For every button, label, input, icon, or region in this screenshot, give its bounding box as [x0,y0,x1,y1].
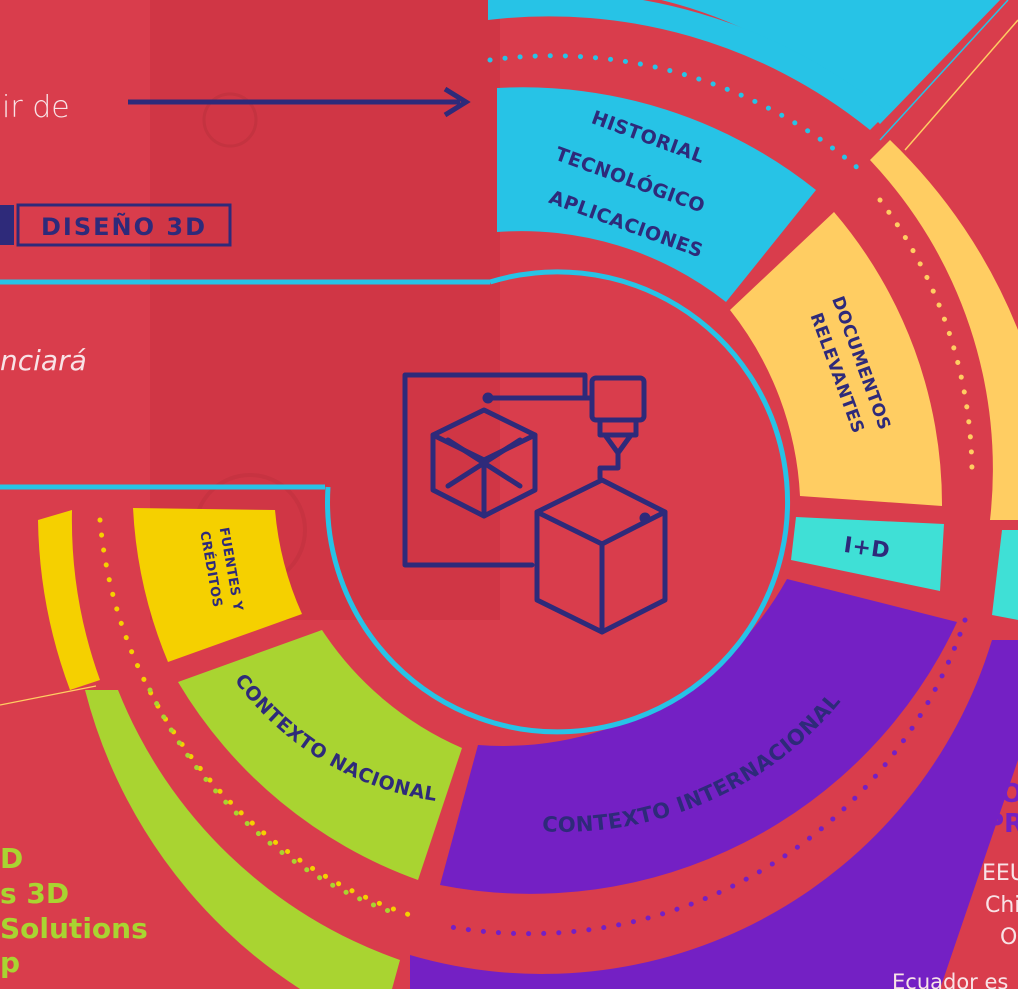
background-photo-detail [202,92,258,148]
bottom-left-text: D [0,842,23,875]
dotted-ring-bottom [437,617,968,937]
tag-label: DISEÑO 3D [41,212,207,241]
outer-arc-cyan-top [488,0,888,130]
segment-nacional[interactable] [178,630,462,880]
outer-arc-yellow-band [870,140,1018,520]
decor-line [879,0,1009,141]
right-item: O [1000,925,1017,950]
asterisk-icon [867,978,881,989]
tag-bar [0,205,14,245]
right-heading: LO [985,779,1018,809]
center-ring [325,269,790,735]
bottom-left-text: Solutions [0,912,148,945]
decor-line [904,19,1018,151]
dotted-ring-left [97,517,413,918]
intro-text: ir de [2,90,70,125]
segment-internacional[interactable] [440,579,957,894]
arrow-head-icon [443,86,471,118]
outer-arc-green [85,690,400,989]
dotted-ring-left-green [147,687,403,918]
bottom-left-text: s 3D [0,877,69,910]
segment-historial[interactable] [497,87,816,302]
right-heading: PR [985,809,1018,839]
decor-line [0,685,97,706]
segment-fuentes[interactable] [133,508,302,662]
outer-arc-yellow-left [38,510,100,690]
dotted-ring-top [487,53,863,173]
3d-printer-cube-icon [402,372,668,635]
right-item: Chi [985,893,1018,918]
segment-documentos[interactable] [730,212,943,506]
right-footnote: Ecuador es [892,970,1008,989]
outer-arc-teal [992,530,1018,620]
right-item: EEU [982,861,1018,886]
italic-text: nciará [0,344,87,377]
outer-arc-cyan [488,0,1000,124]
bottom-left-text: p [0,946,20,979]
segment-id[interactable] [791,517,944,591]
outer-arc-purple [410,640,1018,989]
dotted-ring-right [877,197,975,483]
tag-box[interactable] [16,203,232,247]
